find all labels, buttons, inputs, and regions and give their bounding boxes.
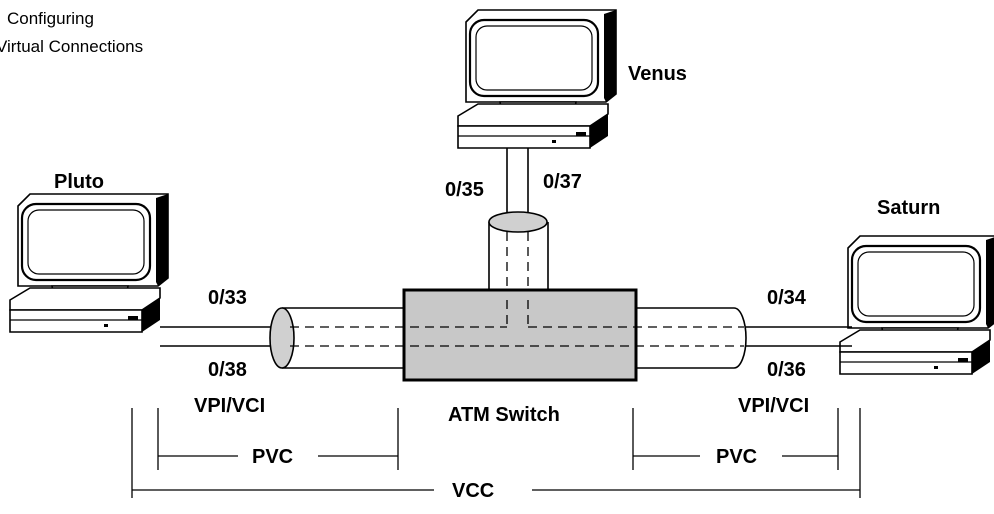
pvc-label-left: PVC: [252, 446, 293, 468]
vcc-label: VCC: [452, 480, 494, 502]
computer-icon: [456, 8, 618, 150]
venus-link: [506, 148, 529, 214]
right-conduit: [635, 307, 747, 369]
host-label-venus: Venus: [628, 63, 687, 85]
vpi-vci-venus-left: 0/35: [445, 179, 484, 201]
vpi-vci-pluto-top: 0/33: [208, 287, 247, 309]
vpi-vci-venus-right: 0/37: [543, 171, 582, 193]
saturn-link: [746, 326, 852, 347]
vpi-vci-saturn-bottom: 0/36: [767, 359, 806, 381]
computer-icon: [8, 192, 170, 334]
atm-switch-label: ATM Switch: [448, 404, 560, 426]
dimension-lines: [131, 408, 861, 498]
host-label-saturn: Saturn: [877, 197, 940, 219]
host-label-pluto: Pluto: [54, 171, 104, 193]
vertical-conduit: [488, 211, 549, 300]
vpi-vci-label-left: VPI/VCI: [194, 395, 265, 417]
vpi-vci-pluto-bottom: 0/38: [208, 359, 247, 381]
pluto-link: [160, 326, 276, 347]
virtual-circuit-paths: [290, 300, 744, 347]
vpi-vci-saturn-top: 0/34: [767, 287, 807, 309]
atm-switch: [402, 288, 638, 382]
left-conduit: [269, 307, 405, 369]
computer-icon: [838, 234, 994, 376]
caption-line-2: Virtual Connections: [0, 37, 143, 56]
pvc-label-right: PVC: [716, 446, 757, 468]
caption-line-1: Configuring: [7, 9, 94, 28]
vpi-vci-label-right: VPI/VCI: [738, 395, 809, 417]
